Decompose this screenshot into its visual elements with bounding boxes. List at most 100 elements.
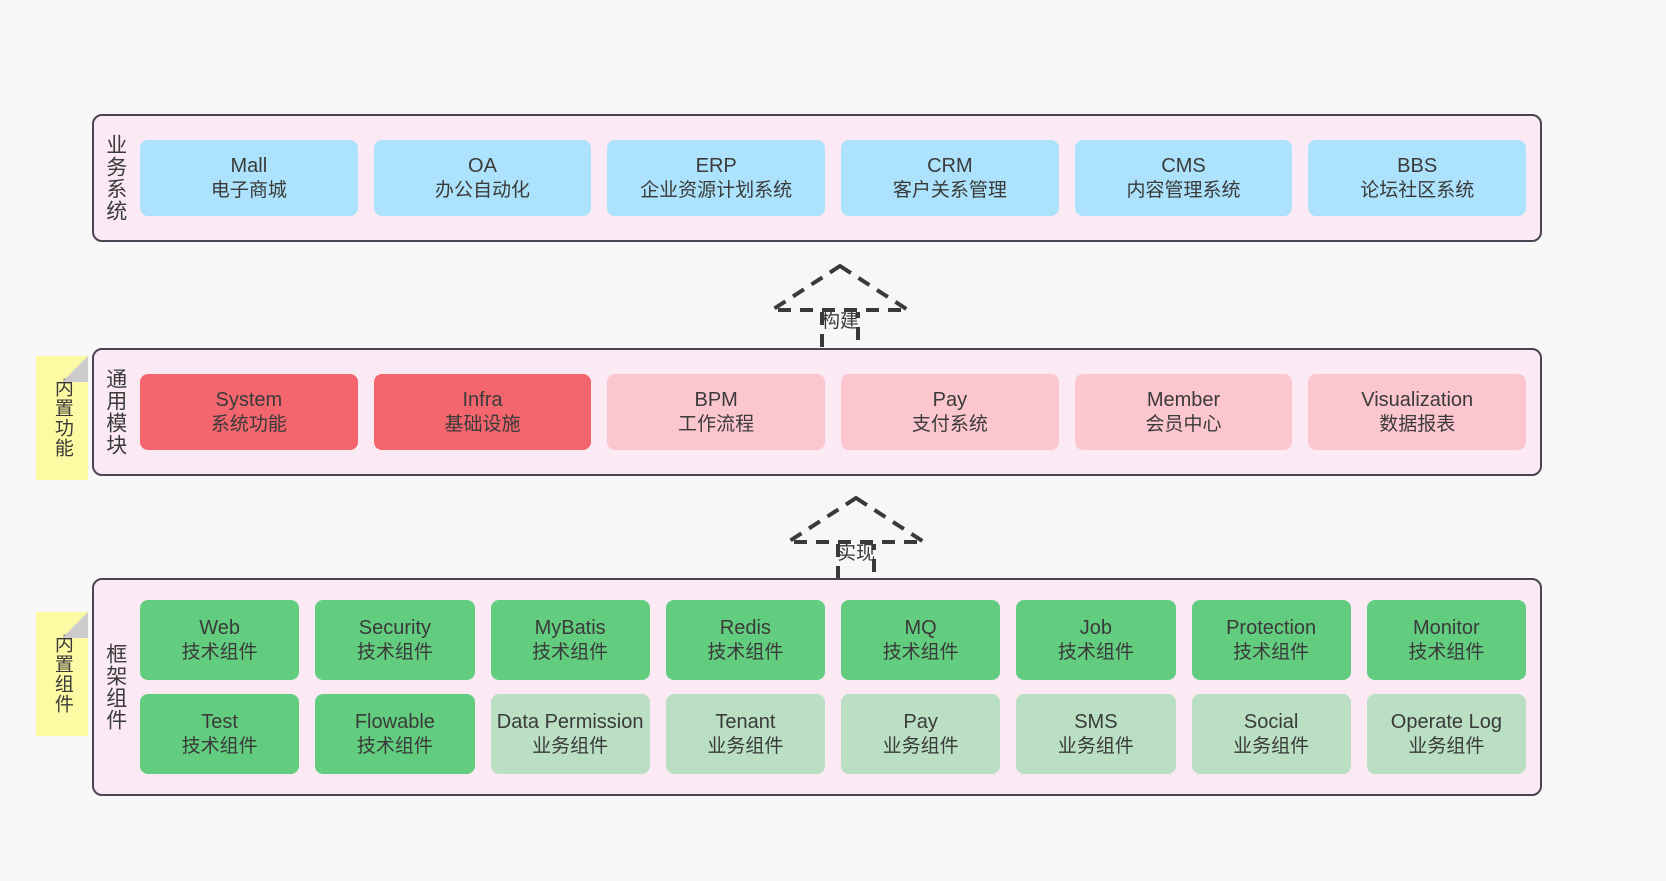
card-title-en: MyBatis (534, 617, 606, 640)
arrowhead-triangle-icon (765, 263, 915, 312)
card-title-cn: 技术组件 (882, 641, 959, 663)
card-pay[interactable]: Pay 支付系统 (841, 374, 1059, 450)
card-title-en: SMS (1074, 711, 1118, 734)
card-title-cn: 企业资源计划系统 (640, 179, 793, 201)
card-mq[interactable]: MQ 技术组件 (841, 600, 1001, 680)
card-title-en: MQ (904, 617, 937, 640)
card-sms[interactable]: SMS 业务组件 (1016, 694, 1176, 774)
card-row: Mall 电子商城 OA 办公自动化 ERP 企业资源计划系统 CRM 客户关系… (140, 140, 1527, 216)
card-title-cn: 技术组件 (707, 641, 784, 663)
card-title-en: CRM (927, 155, 973, 178)
card-title-en: Web (199, 617, 240, 640)
card-pay-business[interactable]: Pay 业务组件 (841, 694, 1001, 774)
connector-build: 构建 (760, 262, 920, 354)
layer-business-systems: 业务系统 Mall 电子商城 OA 办公自动化 ERP 企业资源计划系统 CRM… (92, 114, 1542, 242)
card-title-en: Security (358, 617, 431, 640)
card-protection[interactable]: Protection 技术组件 (1191, 600, 1351, 680)
card-redis[interactable]: Redis 技术组件 (665, 600, 825, 680)
card-web[interactable]: Web 技术组件 (140, 600, 300, 680)
card-title-cn: 技术组件 (532, 641, 609, 663)
card-title-en: Test (201, 711, 238, 734)
card-title-en: CMS (1161, 155, 1206, 178)
card-tenant[interactable]: Tenant 业务组件 (665, 694, 825, 774)
card-title-cn: 电子商城 (210, 179, 287, 201)
card-member[interactable]: Member 会员中心 (1074, 374, 1293, 450)
card-bpm[interactable]: BPM 工作流程 (607, 374, 826, 450)
sticky-note-built-in-components: 内置组件 (36, 612, 88, 736)
card-row: System 系统功能 Infra 基础设施 BPM 工作流程 Pay 支付系统… (140, 374, 1527, 450)
card-data-permission[interactable]: Data Permission 业务组件 (490, 694, 650, 774)
card-title-cn: 技术组件 (181, 641, 258, 663)
card-title-cn: 业务组件 (882, 735, 959, 757)
card-title-en: Pay (903, 711, 938, 734)
card-test[interactable]: Test 技术组件 (140, 694, 300, 774)
card-mybatis[interactable]: MyBatis 技术组件 (490, 600, 650, 680)
card-title-cn: 论坛社区系统 (1360, 179, 1475, 201)
card-visualization[interactable]: Visualization 数据报表 (1308, 374, 1527, 450)
card-title-en: Data Permission (496, 711, 644, 734)
layer-body-business-systems: Mall 电子商城 OA 办公自动化 ERP 企业资源计划系统 CRM 客户关系… (136, 116, 1540, 240)
sticky-note-label: 内置功能 (51, 378, 73, 458)
card-title-cn: 支付系统 (911, 413, 988, 435)
card-cms[interactable]: CMS 内容管理系统 (1074, 140, 1293, 216)
card-system[interactable]: System 系统功能 (140, 374, 358, 450)
card-title-cn: 业务组件 (1233, 735, 1310, 757)
card-title-cn: 业务组件 (1408, 735, 1485, 757)
card-title-cn: 业务组件 (707, 735, 784, 757)
card-security[interactable]: Security 技术组件 (315, 600, 475, 680)
arrow-shaft (836, 544, 876, 586)
layer-framework-components: 框架组件 Web 技术组件 Security 技术组件 MyBatis 技术组件… (92, 578, 1542, 796)
sticky-note-label: 内置组件 (51, 634, 73, 714)
card-title-en: Pay (932, 389, 968, 412)
card-title-en: Social (1243, 711, 1299, 734)
card-title-en: BPM (694, 389, 738, 412)
card-title-cn: 客户关系管理 (892, 179, 1007, 201)
card-title-cn: 办公自动化 (435, 179, 531, 201)
card-title-cn: 业务组件 (1057, 735, 1134, 757)
card-title-en: Mall (230, 155, 268, 178)
card-bbs[interactable]: BBS 论坛社区系统 (1308, 140, 1527, 216)
card-title-cn: 技术组件 (356, 641, 433, 663)
card-title-en: OA (468, 155, 497, 178)
layer-label-framework-components: 框架组件 (103, 643, 127, 731)
layer-body-common-modules: System 系统功能 Infra 基础设施 BPM 工作流程 Pay 支付系统… (136, 350, 1540, 474)
card-title-cn: 技术组件 (1408, 641, 1485, 663)
card-job[interactable]: Job 技术组件 (1016, 600, 1176, 680)
sticky-note-built-in-features: 内置功能 (36, 356, 88, 480)
layer-body-framework-components: Web 技术组件 Security 技术组件 MyBatis 技术组件 Redi… (136, 580, 1540, 794)
layer-common-modules: 通用模块 System 系统功能 Infra 基础设施 BPM 工作流程 Pay… (92, 348, 1542, 476)
card-operate-log[interactable]: Operate Log 业务组件 (1366, 694, 1526, 774)
arrow-shaft (820, 312, 860, 354)
card-title-cn: 数据报表 (1379, 413, 1456, 435)
card-title-en: ERP (695, 155, 737, 178)
card-oa[interactable]: OA 办公自动化 (373, 140, 592, 216)
arrowhead-triangle-icon (781, 495, 931, 544)
card-title-cn: 技术组件 (1233, 641, 1310, 663)
card-title-en: Protection (1226, 617, 1317, 640)
card-title-cn: 基础设施 (444, 413, 521, 435)
card-monitor[interactable]: Monitor 技术组件 (1366, 600, 1526, 680)
card-title-en: BBS (1397, 155, 1438, 178)
card-title-en: Member (1146, 389, 1221, 412)
layer-label-common-modules: 通用模块 (103, 368, 127, 456)
card-title-cn: 内容管理系统 (1126, 179, 1241, 201)
card-title-cn: 工作流程 (678, 413, 755, 435)
card-mall[interactable]: Mall 电子商城 (140, 140, 358, 216)
card-title-en: Monitor (1413, 617, 1480, 640)
card-row: Web 技术组件 Security 技术组件 MyBatis 技术组件 Redi… (140, 600, 1526, 680)
connector-label-realize: 实现 (836, 543, 876, 564)
card-title-cn: 系统功能 (210, 413, 287, 435)
card-title-en: Job (1079, 617, 1112, 640)
card-infra[interactable]: Infra 基础设施 (373, 374, 592, 450)
card-social[interactable]: Social 业务组件 (1191, 694, 1351, 774)
card-flowable[interactable]: Flowable 技术组件 (315, 694, 475, 774)
card-erp[interactable]: ERP 企业资源计划系统 (607, 140, 826, 216)
card-title-en: Redis (719, 617, 771, 640)
card-title-en: Tenant (715, 711, 776, 734)
card-crm[interactable]: CRM 客户关系管理 (841, 140, 1059, 216)
card-title-en: System (215, 389, 283, 412)
card-title-en: Operate Log (1390, 711, 1502, 734)
card-title-cn: 技术组件 (181, 735, 258, 757)
card-title-en: Flowable (354, 711, 435, 734)
connector-label-build: 构建 (820, 311, 860, 332)
